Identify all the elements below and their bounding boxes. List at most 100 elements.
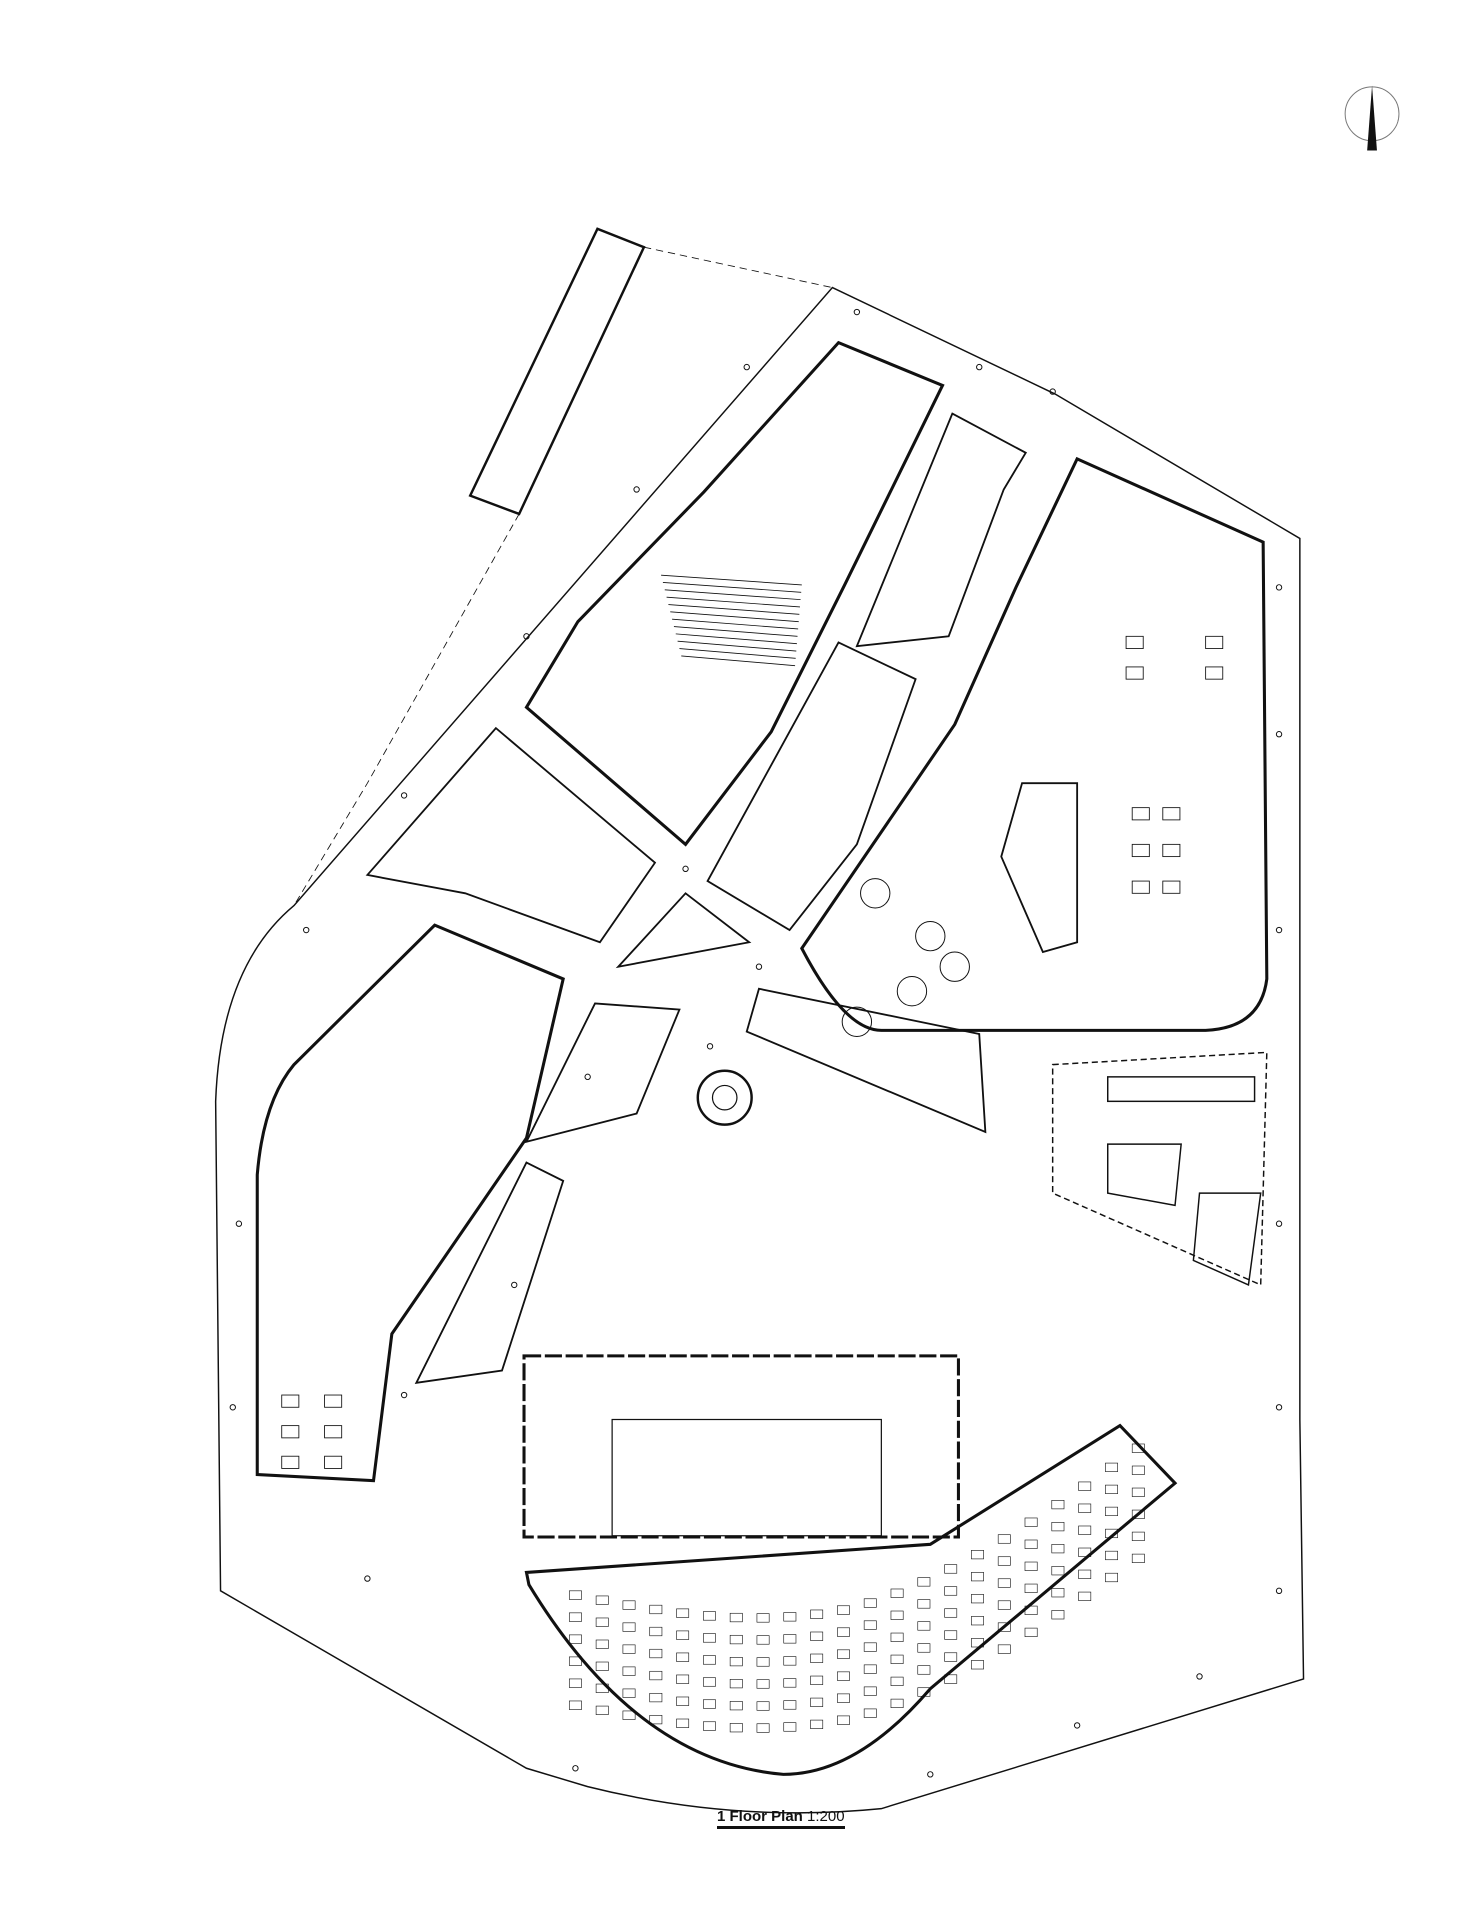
column	[400, 1391, 408, 1399]
auditorium-seat	[944, 1652, 958, 1662]
auditorium-seat	[863, 1664, 877, 1674]
seat-row	[662, 582, 802, 593]
auditorium-seat	[917, 1577, 931, 1587]
auditorium-seat	[649, 1692, 663, 1703]
auditorium-seat	[568, 1612, 582, 1622]
service-core	[611, 1418, 882, 1537]
theater-seating	[661, 574, 802, 667]
seat-row	[664, 589, 801, 601]
auditorium-seat	[1131, 1531, 1145, 1541]
auditorium-seat	[783, 1634, 797, 1644]
tables	[281, 635, 1224, 1469]
theater-building	[524, 340, 945, 847]
auditorium-seat	[568, 1656, 582, 1666]
table	[1125, 666, 1144, 680]
table	[1162, 807, 1181, 821]
auditorium-seat	[1024, 1539, 1038, 1549]
column	[303, 926, 310, 934]
auditorium-seat	[917, 1599, 931, 1609]
plan-scale: 1:200	[807, 1808, 845, 1825]
auditorium-seat	[971, 1638, 984, 1648]
auditorium-seat	[917, 1687, 931, 1697]
auditorium-seat	[1051, 1544, 1065, 1554]
auditorium-seat	[1131, 1509, 1145, 1519]
auditorium-seat	[676, 1696, 690, 1706]
auditorium-seat	[890, 1676, 904, 1686]
column	[1275, 731, 1283, 738]
auditorium-seat	[863, 1708, 877, 1718]
table	[1162, 880, 1181, 894]
auditorium-seat	[1024, 1627, 1038, 1637]
auditorium-seat	[971, 1594, 984, 1604]
column	[511, 1281, 518, 1289]
column	[1275, 1587, 1283, 1595]
table	[1131, 880, 1150, 894]
auditorium-seat	[997, 1600, 1011, 1610]
auditorium-seat	[729, 1634, 743, 1645]
table	[281, 1425, 300, 1439]
auditorium-seat	[1105, 1506, 1118, 1517]
round-table	[915, 920, 946, 952]
seat-row	[670, 611, 799, 623]
auditorium-seat	[649, 1648, 663, 1659]
auditorium-seat	[703, 1699, 716, 1709]
auditorium-seat	[944, 1608, 958, 1618]
auditorium-seat	[756, 1613, 770, 1623]
plan-title-text: 1 Floor Plan	[717, 1808, 803, 1825]
column	[1275, 926, 1283, 934]
column	[682, 865, 689, 873]
column	[235, 1220, 243, 1227]
seat-row	[679, 648, 796, 659]
auditorium-seat	[1078, 1481, 1092, 1491]
auditorium-seat	[595, 1661, 609, 1671]
auditorium-seat	[649, 1715, 663, 1725]
column	[755, 963, 763, 970]
auditorium-seat	[863, 1686, 877, 1696]
auditorium-seat	[649, 1670, 663, 1681]
table	[324, 1425, 343, 1439]
auditorium-seat	[1105, 1462, 1118, 1472]
auditorium-seat	[783, 1722, 797, 1732]
auditorium-seat	[810, 1697, 824, 1707]
auditorium-seat	[890, 1610, 904, 1620]
auditorium-seat	[1024, 1583, 1038, 1593]
auditorium-seat	[890, 1654, 904, 1664]
auditorium-seat	[917, 1643, 931, 1653]
column	[976, 363, 983, 371]
auditorium-seat	[1131, 1465, 1145, 1475]
auditorium-seat	[568, 1678, 582, 1688]
table	[1162, 843, 1181, 858]
column	[706, 1043, 714, 1050]
north-arrow-icon	[1344, 85, 1400, 151]
seat-row	[675, 633, 797, 645]
auditorium-seat	[595, 1595, 609, 1605]
west-building	[255, 923, 565, 1483]
auditorium-seat	[997, 1644, 1011, 1654]
seat-row	[672, 618, 799, 630]
auditorium-seat	[1051, 1522, 1065, 1532]
auditorium-seat	[837, 1627, 850, 1637]
auditorium-seat	[703, 1655, 716, 1665]
auditorium-seat	[676, 1608, 690, 1618]
plan-title: 1 Floor Plan 1:200	[717, 1808, 845, 1829]
auditorium-seat	[837, 1671, 850, 1681]
auditorium-seat	[810, 1675, 824, 1685]
column	[743, 363, 750, 371]
auditorium-building	[524, 1423, 1178, 1776]
auditorium-seat	[649, 1626, 663, 1637]
auditorium-seat	[1078, 1569, 1092, 1579]
auditorium-seat	[756, 1723, 770, 1733]
table	[1205, 666, 1224, 680]
auditorium-seat	[1024, 1605, 1038, 1615]
pathway-islands	[365, 412, 1028, 1384]
auditorium-seat	[944, 1630, 958, 1640]
auditorium-seat	[1024, 1517, 1038, 1527]
seat-row	[668, 604, 800, 615]
auditorium-seat	[1105, 1550, 1118, 1561]
seat-row	[677, 640, 797, 652]
auditorium-seat	[1131, 1443, 1145, 1453]
round-table	[860, 878, 891, 909]
seat-row	[681, 655, 796, 667]
auditorium-seat	[890, 1698, 904, 1708]
column	[523, 633, 530, 640]
